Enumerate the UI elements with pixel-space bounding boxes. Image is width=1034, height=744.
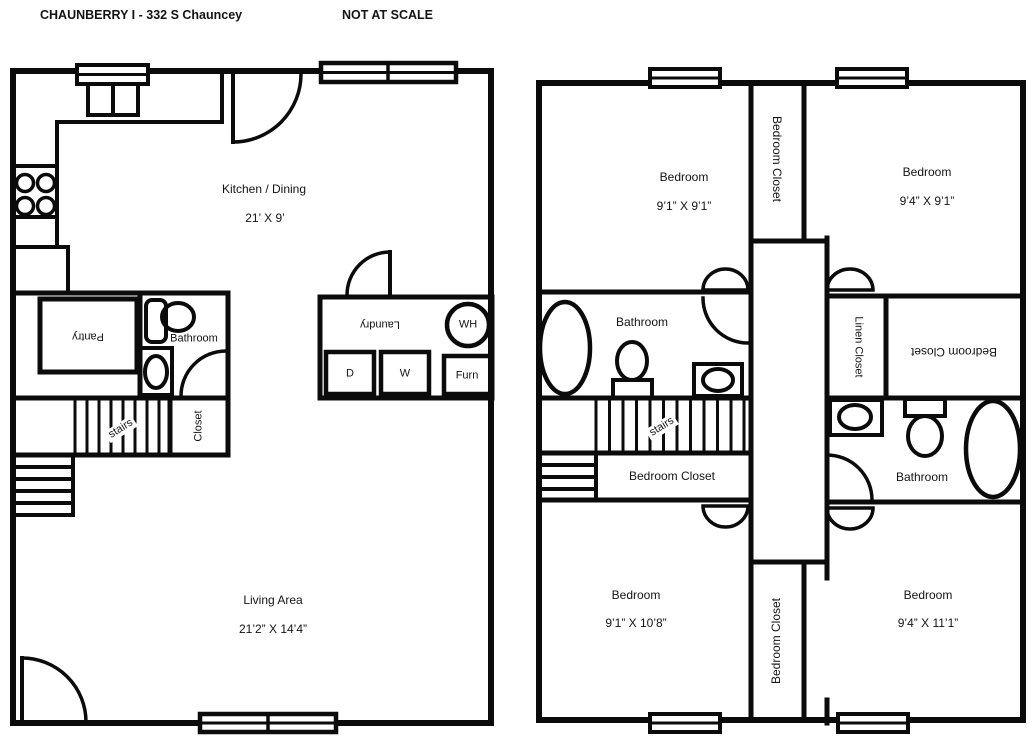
room-dims-living: 21’2” X 14’4” [238,622,308,636]
scale-note: NOT AT SCALE [342,8,433,22]
kitchen-door-arc [231,72,303,144]
room-label-bedroom-tl: Bedroom [659,170,709,184]
bathtub-icon-right [963,398,1023,500]
laundry-room [317,294,495,401]
water-heater-label: WH [458,318,478,331]
stairs-lower-treads-floor2 [537,451,598,502]
room-label-kitchen: Kitchen / Dining [221,182,307,196]
toilet-icon [144,298,196,344]
pantry-box [37,296,140,375]
furnace-icon [441,353,494,397]
stairs-lower-treads [11,453,75,517]
entry-door-arc [20,656,88,724]
closet-label-top: Bedroom Closet [770,115,784,203]
dining-window [318,60,459,85]
stove-icon [12,164,59,219]
room-label-living: Living Area [243,593,303,607]
floor2-outer-walls [536,80,1026,723]
right-bathroom-door-arc [825,453,874,502]
room-label-bedroom-tr: Bedroom [902,165,952,179]
washer-icon [378,349,432,397]
furnace-label: Furn [455,369,479,382]
room-label-bedroom-bl: Bedroom [611,588,661,602]
room-dims-bedroom-tr: 9’4” X 9’1” [899,194,955,208]
dryer-label: D [346,367,354,380]
kitchen-counter [11,70,224,295]
room-label-closet-1: Closet [192,410,205,442]
closet-label-right: Bedroom Closet [910,345,998,359]
toilet-icon-right-bath [903,397,947,458]
room-dims-bedroom-bl: 9’1” X 10’8” [605,616,667,630]
bathroom-sink-icon [138,346,174,397]
floor1-inner-walls [10,290,231,458]
room-dims-kitchen: 21’ X 9’ [245,211,285,225]
sink-icon-right-bath [828,398,884,437]
floor1-plan [10,60,495,735]
left-bathroom-door-arc [701,296,750,345]
room-label-bathroom-1: Bathroom [170,332,218,345]
bedroom-door-arcs [701,267,875,531]
toilet-icon-left-bath [611,340,654,400]
room-dims-bedroom-tl: 9’1” X 9’1” [656,199,712,213]
dryer-icon [323,349,377,397]
room-label-bedroom-br: Bedroom [903,588,953,602]
laundry-door-arc [345,250,392,297]
bathtub-icon [537,299,593,397]
room-label-laundry: Laundry [360,318,400,331]
closet-label-mid: Bedroom Closet [628,469,716,483]
water-heater-icon [444,301,492,349]
room-label-bathroom-right: Bathroom [895,470,949,484]
bathroom-door-arc [179,349,228,398]
floor2-plan [536,67,1026,734]
closet-label-bottom: Bedroom Closet [769,597,783,685]
room-dims-bedroom-br: 9’4” X 11’1” [897,616,959,630]
sink-icon-left-bath [692,362,744,398]
room-label-pantry: Pantry [72,330,104,343]
room-label-bathroom-left: Bathroom [615,315,669,329]
kitchen-window [75,63,150,86]
living-window [197,711,339,735]
floor2-windows [648,67,910,734]
page-title: CHAUNBERRY I - 332 S Chauncey [40,8,243,22]
washer-label: W [399,367,411,380]
floor2-center-walls [748,80,830,726]
kitchen-sink-icon [86,82,140,117]
room-label-linen-closet: Linen Closet [852,316,865,378]
